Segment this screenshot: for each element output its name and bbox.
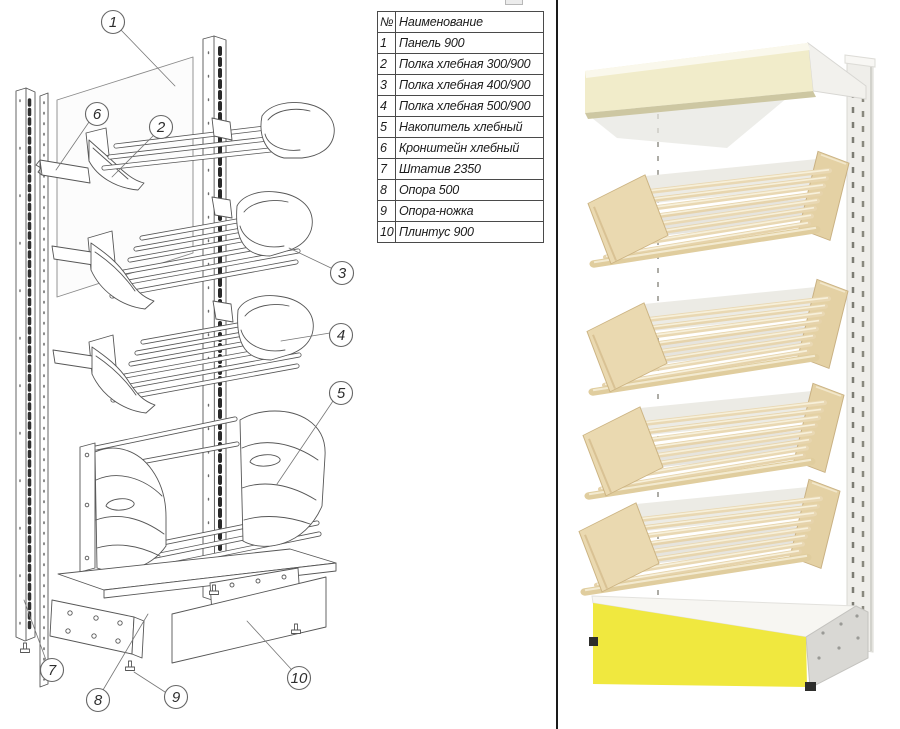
wood-shelf-4 [579, 479, 840, 592]
canopy-underside [585, 91, 816, 119]
product-photo [557, 41, 876, 691]
svg-text:6: 6 [93, 106, 102, 123]
part-name: Накопитель хлебный [395, 116, 544, 138]
canopy-front-face [585, 43, 813, 113]
part-num: 8 [377, 179, 396, 201]
callout-circles: 1 2 3 4 5 6 7 8 9 10 [39, 9, 355, 713]
plinth-front-yellow [593, 603, 807, 687]
canopy [585, 41, 867, 148]
part-num: 9 [377, 200, 396, 222]
bread-shelf-500 [53, 296, 313, 413]
part-name: Штатив 2350 [395, 158, 544, 180]
base-foot-right [805, 682, 816, 691]
svg-text:10: 10 [291, 670, 308, 687]
part-num: 1 [377, 32, 396, 54]
base-unit [589, 595, 869, 691]
callout-10: 10 [286, 665, 312, 691]
bread-shelf-300 [85, 102, 335, 191]
callout-2: 2 [148, 114, 174, 140]
callout-6: 6 [84, 101, 110, 127]
part-name: Полка хлебная 400/900 [395, 74, 544, 96]
svg-text:9: 9 [172, 689, 181, 706]
header-name: Наименование [395, 11, 544, 33]
section-divider-line [556, 0, 558, 729]
svg-text:3: 3 [338, 265, 347, 282]
base-metal-side [805, 605, 869, 689]
part-name: Полка хлебная 300/900 [395, 53, 544, 75]
part-num: 3 [377, 74, 396, 96]
bracket-hook-detail [35, 159, 43, 176]
part-name: Панель 900 [395, 32, 544, 54]
part-name: Кронштейн хлебный [395, 137, 544, 159]
part-num: 10 [377, 221, 396, 243]
header-num: № [377, 11, 396, 33]
svg-text:4: 4 [337, 327, 345, 344]
callout-7: 7 [39, 657, 65, 683]
base-foot-left [589, 637, 598, 646]
svg-text:1: 1 [109, 14, 117, 31]
callout-1: 1 [100, 9, 126, 35]
canopy-top-edge [585, 43, 810, 78]
exploded-diagram: 1 2 3 4 5 6 7 8 9 10 [15, 9, 355, 713]
bread-bracket-left [39, 159, 91, 184]
part-num: 6 [377, 137, 396, 159]
wall-strip [39, 92, 49, 688]
callout-8: 8 [85, 687, 111, 713]
part-num: 5 [377, 116, 396, 138]
wood-shelf-2 [587, 279, 848, 392]
part-name: Полка хлебная 500/900 [395, 95, 544, 117]
svg-text:8: 8 [94, 692, 103, 709]
callout-5: 5 [328, 380, 354, 406]
leveling-feet [20, 584, 301, 671]
callout-3: 3 [329, 260, 355, 286]
part-num: 2 [377, 53, 396, 75]
wood-shelf-3 [583, 383, 844, 496]
callout-4: 4 [328, 322, 354, 348]
callout-leaders [23, 29, 334, 693]
scan-artifact-chip [505, 0, 523, 5]
svg-text:2: 2 [156, 119, 166, 136]
bread-shelf-400 [51, 191, 313, 310]
photo-upright-post [844, 54, 876, 653]
callout-9: 9 [163, 684, 189, 710]
part-name: Плинтус 900 [395, 221, 544, 243]
part-num: 7 [377, 158, 396, 180]
svg-text:7: 7 [48, 662, 57, 679]
base-support-left [49, 599, 145, 659]
table-header-row: № Наименование [377, 11, 544, 33]
part-num: 4 [377, 95, 396, 117]
part-name: Опора-ножка [395, 200, 544, 222]
wood-shelf-1 [588, 151, 849, 264]
svg-text:5: 5 [337, 385, 346, 402]
part-name: Опора 500 [395, 179, 544, 201]
upright-post-left [15, 87, 36, 642]
plinth-panel [171, 576, 327, 664]
